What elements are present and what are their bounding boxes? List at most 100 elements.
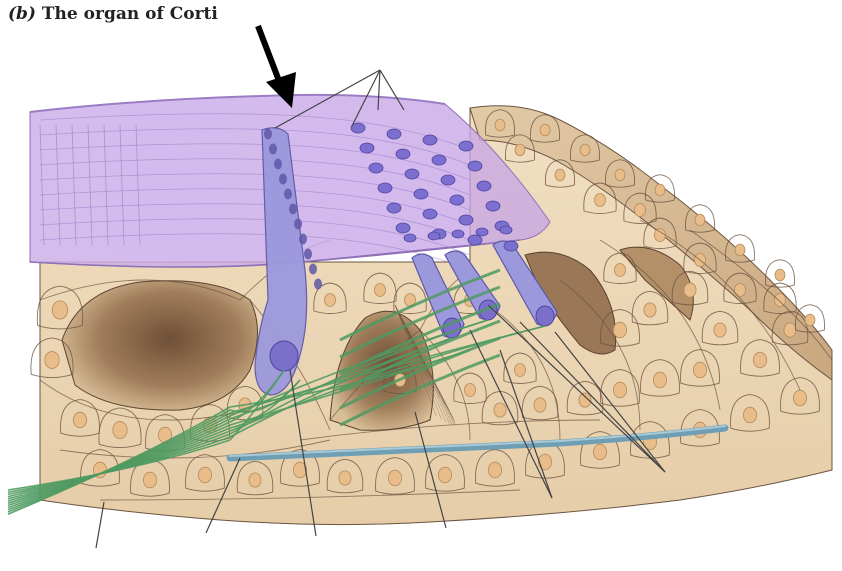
cell-nucleus xyxy=(554,168,566,182)
figure-caption: (b) The organ of Corti xyxy=(8,4,218,24)
cell-nucleus xyxy=(734,243,746,257)
membrane-column xyxy=(39,124,45,246)
cell-outline xyxy=(671,270,709,306)
stereocilia-segment xyxy=(274,158,282,170)
cell-nucleus xyxy=(487,461,502,479)
stereocilia-tuft xyxy=(422,208,438,220)
leader-nerve xyxy=(95,501,105,549)
membrane-column xyxy=(87,124,93,246)
cell-outline xyxy=(393,282,427,314)
cell-outline xyxy=(680,349,720,387)
basilar-membrane-highlight xyxy=(229,425,726,457)
cochlear-nerve-fibers xyxy=(7,268,546,515)
cell-outline xyxy=(36,285,84,330)
cell-nucleus xyxy=(533,397,547,413)
cell-nucleus xyxy=(539,123,551,137)
cell-nucleus xyxy=(793,389,808,407)
cell-nucleus xyxy=(248,472,262,488)
cell-outline xyxy=(604,159,636,188)
stereocilia-segment xyxy=(279,173,287,185)
supporting-fiber xyxy=(394,304,447,423)
cell-nucleus xyxy=(594,193,606,207)
cell-nucleus xyxy=(437,466,452,484)
cell-nucleus xyxy=(44,351,60,369)
cell-nucleus xyxy=(338,470,352,486)
cell-wall xyxy=(419,329,471,441)
spiral-nerve-fiber xyxy=(339,285,501,359)
cell-nucleus xyxy=(774,293,786,307)
leader-tuft-4 xyxy=(379,69,405,111)
stereocilia-tuft xyxy=(386,128,402,140)
cell-outline xyxy=(503,352,537,384)
cell-nucleus xyxy=(593,443,608,461)
cell-outline xyxy=(643,217,677,249)
cell-nucleus xyxy=(643,302,657,318)
cell-nucleus xyxy=(292,461,307,479)
cell-nucleus xyxy=(579,143,591,157)
cell-outline xyxy=(623,192,657,224)
stereocilia-tuft xyxy=(467,160,483,172)
stereocilia-tuft xyxy=(395,148,411,160)
outer-hair-cell-nucleus xyxy=(535,305,555,327)
cell-wall xyxy=(39,279,241,301)
basilar-membrane xyxy=(226,424,729,462)
cell-outline xyxy=(730,394,770,432)
stereocilia-tuft xyxy=(395,222,411,234)
stereocilia-tuft xyxy=(427,231,441,241)
stereocilia-segment xyxy=(299,233,307,245)
stereocilia-tuft xyxy=(458,140,474,152)
membrane-line xyxy=(39,158,471,196)
cell-outline xyxy=(701,310,739,346)
stereocilia-tuft xyxy=(449,194,465,206)
pointer-arrow xyxy=(255,24,296,108)
cell-nucleus xyxy=(683,282,697,298)
leader-basilar xyxy=(205,457,241,534)
cell-outline xyxy=(600,309,640,347)
cell-outline xyxy=(313,282,347,314)
outer-tunnel xyxy=(524,251,617,355)
stereocilia-tuft xyxy=(386,202,402,214)
cell-outline xyxy=(640,359,680,397)
cell-nucleus xyxy=(774,268,786,282)
cell-outline xyxy=(771,310,809,346)
cell-nucleus xyxy=(494,118,506,132)
cell-nucleus xyxy=(694,213,706,227)
cell-nucleus xyxy=(654,183,666,197)
stereocilia-tuft xyxy=(476,180,492,192)
stereocilia-tuft xyxy=(368,162,384,174)
cell-outline xyxy=(644,174,676,203)
cell-nucleus xyxy=(51,300,69,320)
spiral-nerve-fiber xyxy=(339,319,501,393)
inner-sulcus-pit xyxy=(61,280,258,411)
membrane-line xyxy=(39,113,471,151)
stereocilia-tuft xyxy=(422,134,438,146)
cell-nucleus xyxy=(374,283,386,297)
cell-nucleus xyxy=(804,313,816,327)
leader-tuft-2 xyxy=(351,69,381,127)
cell-nucleus xyxy=(112,421,128,439)
leader-tuft-1 xyxy=(274,69,381,129)
cell-nucleus xyxy=(753,351,768,369)
cell-nucleus xyxy=(713,322,727,338)
nerve-fiber xyxy=(7,349,471,515)
stereocilia-tuft xyxy=(350,122,366,134)
spiral-nerve-fiber xyxy=(339,336,501,410)
cell-nucleus xyxy=(653,371,668,389)
outer-hair-cells xyxy=(411,240,558,339)
cell-nucleus xyxy=(743,406,758,424)
cell-outline xyxy=(363,272,397,304)
inner-hair-cell-stereocilia xyxy=(264,128,322,290)
stereocilia-tuft xyxy=(485,200,501,212)
stereocilia-tuft xyxy=(403,233,417,243)
cell-outline xyxy=(504,134,536,163)
cell-nucleus xyxy=(73,411,88,429)
cell-outline xyxy=(740,339,780,377)
cell-outline xyxy=(583,182,617,214)
membrane-line xyxy=(39,143,471,181)
label-leader-lines xyxy=(95,69,666,549)
stereocilia-segment xyxy=(309,263,317,275)
outer-hair-cell-stereocilia-rows xyxy=(350,122,519,252)
cell-wall xyxy=(299,419,601,441)
stereocilia-tuft xyxy=(451,229,465,239)
